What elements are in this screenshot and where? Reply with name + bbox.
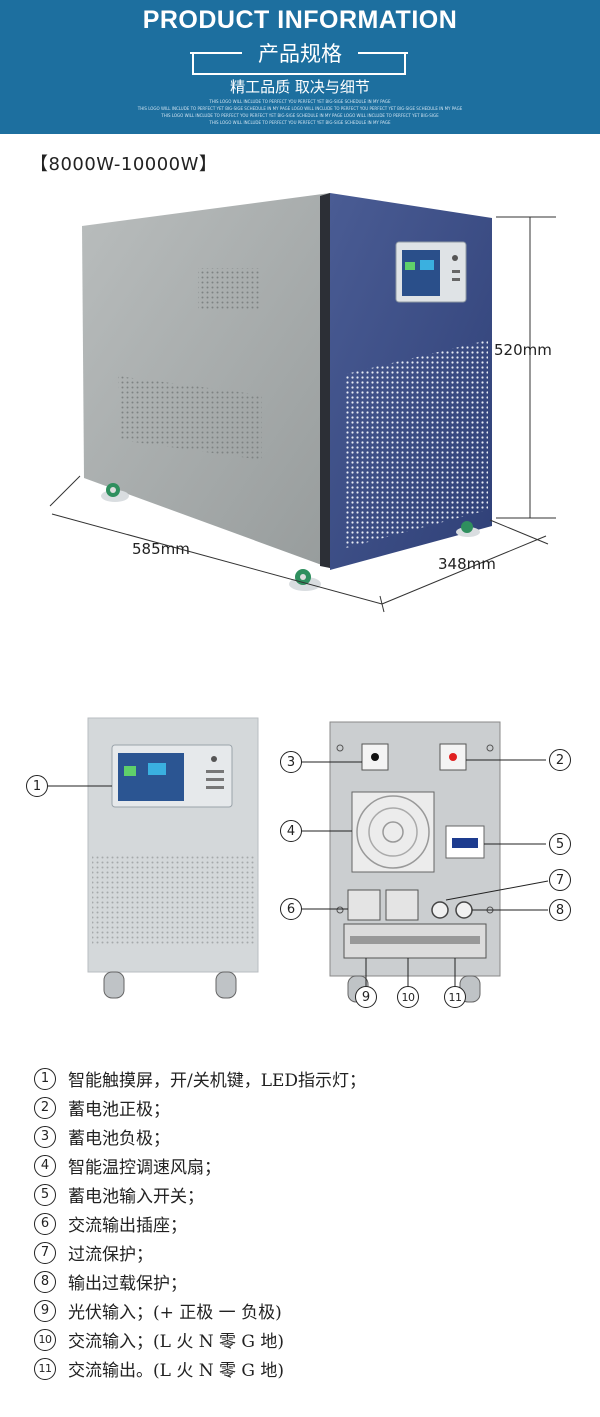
legend-text: 交流输入；(L 火 N 零 G 地)	[68, 1332, 285, 1352]
header-subtitle: 产品规格	[258, 42, 342, 66]
power-button-icon	[452, 255, 458, 261]
legend-text: 输出过载保护；	[68, 1274, 187, 1294]
legend-number: 10	[34, 1328, 56, 1351]
header-divider-left	[190, 52, 242, 54]
component-legend: 1 智能触摸屏，开/关机键，LED指示灯； 2 蓄电池正极； 3 蓄电池负极； 4 智能…	[34, 1064, 366, 1383]
screen-widget-blue	[420, 260, 434, 270]
cabinet-3d	[82, 193, 492, 591]
callout-1: 1	[26, 775, 48, 797]
overload-protector	[455, 901, 473, 919]
legend-text: 蓄电池负极；	[68, 1129, 170, 1149]
callout-11: 11	[444, 986, 466, 1008]
dimension-width: 585mm	[132, 540, 190, 558]
back-view-diagram	[329, 721, 501, 1003]
screen-widget-green	[405, 262, 415, 270]
legend-number: 9	[34, 1299, 56, 1322]
front-view-diagram	[87, 717, 259, 999]
cabinet-edge	[320, 193, 330, 568]
fine-print-4: THIS LOGO WILL INCLUDE TO PERFECT YOU PE…	[209, 120, 391, 125]
ac-output-socket	[347, 889, 381, 921]
led-indicator-icon	[452, 270, 460, 273]
legend-item: 8 输出过载保护；	[34, 1267, 366, 1296]
callout-4: 4	[280, 820, 302, 842]
callout-2: 2	[549, 749, 571, 771]
callout-8: 8	[549, 899, 571, 921]
legend-item: 9 光伏输入；(+ 正极 一 负极)	[34, 1296, 366, 1325]
legend-number: 7	[34, 1241, 56, 1264]
legend-item: 6 交流输出插座；	[34, 1209, 366, 1238]
fan-icon	[356, 795, 430, 869]
legend-text: 蓄电池输入开关；	[68, 1187, 204, 1207]
front-view-touchscreen	[118, 753, 184, 801]
callout-9: 9	[355, 986, 377, 1008]
product-illustration	[48, 193, 556, 1003]
cabinet-side-panel	[82, 193, 330, 568]
legend-number: 5	[34, 1183, 56, 1206]
overcurrent-protector	[431, 901, 449, 919]
header-slogan: 精工品质 取决与细节	[230, 78, 370, 96]
ac-output-socket	[385, 889, 419, 921]
legend-number: 6	[34, 1212, 56, 1235]
header-title: PRODUCT INFORMATION	[142, 6, 458, 34]
legend-text: 蓄电池正极；	[68, 1100, 170, 1120]
legend-number: 11	[34, 1357, 56, 1380]
dimension-depth: 348mm	[438, 555, 496, 573]
side-vent-top	[198, 268, 260, 310]
model-label: 【8000W-10000W】	[30, 154, 218, 175]
callout-3: 3	[280, 751, 302, 773]
legend-text: 光伏输入；(+ 正极 一 负极)	[68, 1303, 282, 1323]
legend-number: 8	[34, 1270, 56, 1293]
caster-wheel	[101, 483, 129, 502]
legend-item: 5 蓄电池输入开关；	[34, 1180, 366, 1209]
callout-leaders	[48, 759, 549, 986]
led-indicator-icon	[452, 278, 460, 281]
legend-number: 2	[34, 1096, 56, 1119]
legend-item: 4 智能温控调速风扇；	[34, 1151, 366, 1180]
legend-text: 过流保护；	[68, 1245, 153, 1265]
caster-wheel	[103, 971, 125, 999]
callout-10: 10	[397, 986, 419, 1008]
callout-6: 6	[280, 898, 302, 920]
legend-number: 4	[34, 1154, 56, 1177]
callout-7: 7	[549, 869, 571, 891]
legend-number: 1	[34, 1067, 56, 1090]
legend-text: 智能触摸屏，开/关机键，LED指示灯；	[68, 1071, 367, 1091]
fine-print-3: THIS LOGO WILL INCLUDE TO PERFECT YOU PE…	[161, 113, 439, 118]
fine-print-1: THIS LOGO WILL INCLUDE TO PERFECT YOU PE…	[209, 99, 391, 104]
header-bracket	[192, 52, 406, 75]
legend-item: 7 过流保护；	[34, 1238, 366, 1267]
cooling-fan	[351, 791, 435, 873]
front-vent-grille	[346, 340, 488, 548]
front-touchscreen	[402, 250, 440, 296]
legend-item: 10 交流输入；(L 火 N 零 G 地)	[34, 1325, 366, 1354]
fine-print-2: THIS LOGO WILL INCLUDE TO PERFECT YET BI…	[137, 106, 463, 111]
side-vent-bottom	[118, 376, 262, 460]
legend-text: 交流输出。(L 火 N 零 G 地)	[68, 1361, 285, 1381]
front-view-vent	[92, 856, 254, 946]
dimension-lines	[49, 216, 556, 613]
legend-item: 11 交流输出。(L 火 N 零 G 地)	[34, 1354, 366, 1383]
legend-item: 1 智能触摸屏，开/关机键，LED指示灯；	[34, 1064, 366, 1093]
caster-wheel	[215, 971, 237, 999]
header-banner: PRODUCT INFORMATION 产品规格 精工品质 取决与细节 THIS…	[0, 0, 600, 134]
legend-item: 3 蓄电池负极；	[34, 1122, 366, 1151]
caster-wheel	[456, 521, 480, 537]
legend-number: 3	[34, 1125, 56, 1148]
callout-5: 5	[549, 833, 571, 855]
header-divider-right	[358, 52, 408, 54]
power-button-icon	[211, 756, 217, 762]
legend-text: 智能温控调速风扇；	[68, 1158, 221, 1178]
legend-text: 交流输出插座；	[68, 1216, 187, 1236]
dimension-height: 520mm	[494, 341, 552, 359]
legend-item: 2 蓄电池正极；	[34, 1093, 366, 1122]
